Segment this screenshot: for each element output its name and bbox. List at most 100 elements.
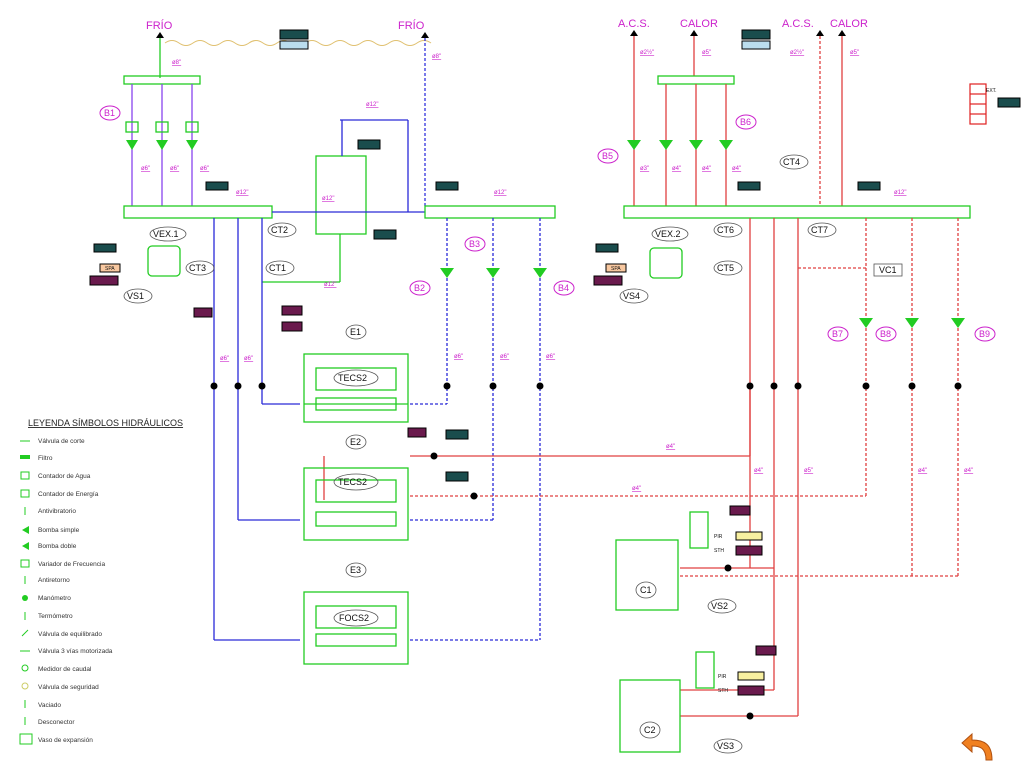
header-frio-right: FRÍO: [398, 19, 425, 32]
c2-label: C2: [644, 725, 656, 735]
dim-d6-f: ø6": [454, 354, 463, 360]
dim-d4-a: ø4": [672, 166, 681, 172]
legend: LEYENDA SÍMBOLOS HIDRÁULICOS Válvula de …: [19, 418, 183, 745]
pipe-dimensions: ø8" ø8" ø6" ø6" ø6" ø12" ø12" ø12" ø12" …: [141, 49, 973, 492]
dim-d6-d: ø6": [220, 356, 229, 362]
dim-d6-h: ø6": [546, 354, 555, 360]
dim-d12-b: ø12": [366, 102, 378, 108]
vs4-label: VS4: [623, 291, 640, 301]
e2-label: E2: [350, 437, 361, 447]
header-calor-1: CALOR: [680, 18, 718, 30]
legend-item-antivibration: Antivibratorio: [24, 507, 76, 515]
pump-b6-label: B6: [740, 117, 751, 127]
legend-item-label: Antivibratorio: [38, 508, 76, 515]
header-frio-left: FRÍO: [146, 19, 173, 32]
pump-b5-label: B5: [602, 151, 613, 161]
equipment-e3: [303, 591, 409, 665]
legend-item-label: Válvula 3 vías motorizada: [38, 648, 113, 655]
e1-label: E1: [350, 327, 361, 337]
c1-label: C1: [640, 585, 652, 595]
hot-circuit: [323, 30, 971, 720]
dim-d6-g: ø6": [500, 354, 509, 360]
dim-d6-e: ø6": [244, 356, 253, 362]
dim-d8-a: ø8": [172, 60, 181, 66]
legend-item-manometer: Manómetro: [22, 595, 71, 602]
legend-item-label: Vaso de expansión: [38, 737, 93, 744]
vex1-label: VEX.1: [153, 229, 179, 239]
tecs2-b-label: TECS2: [338, 477, 367, 487]
legend-item-3-way-valve: Válvula 3 vías motorizada: [20, 648, 113, 655]
dim-d4-b: ø4": [702, 166, 711, 172]
ext-label: EXT.: [986, 88, 997, 94]
tecs2-a-label: TECS2: [338, 373, 367, 383]
legend-item-label: Válvula de seguridad: [38, 684, 99, 691]
legend-item-double-pump: Bomba doble: [22, 542, 77, 550]
boiler-c1: [615, 511, 709, 611]
equipment-e2: [303, 467, 409, 541]
return-arrow-icon[interactable]: [958, 726, 1002, 766]
dim-d6-b: ø6": [170, 166, 179, 172]
dim-d3-a: ø3": [640, 166, 649, 172]
pump-b7-label: B7: [832, 329, 843, 339]
pump-b2-label: B2: [414, 283, 425, 293]
dim-d4-e: ø4": [632, 486, 641, 492]
legend-item-label: Bomba doble: [38, 543, 77, 550]
legend-item-label: Termómetro: [38, 613, 73, 620]
legend-item-drain: Vaciado: [24, 700, 61, 709]
dim-d4-c: ø4": [732, 166, 741, 172]
vex2-label: VEX.2: [655, 229, 681, 239]
dim-d4-f: ø4": [754, 468, 763, 474]
legend-item-safety-valve: Válvula de seguridad: [21, 682, 99, 691]
legend-item-water-meter: Contador de Agua: [20, 471, 91, 480]
header-acs-1: A.C.S.: [618, 18, 650, 30]
pump-b1-label: B1: [104, 108, 115, 118]
pump-b4-label: B4: [558, 283, 569, 293]
pump-b8-label: B8: [880, 329, 891, 339]
dim-d2-a: ø2½": [640, 49, 654, 56]
vs2-label: VS2: [711, 601, 728, 611]
legend-item-single-pump: Bomba simple: [22, 526, 80, 534]
dim-d5-b: ø5": [850, 50, 859, 56]
dim-d12-f: ø12": [894, 190, 906, 196]
e3-label: E3: [350, 565, 361, 575]
ct5-label: CT5: [717, 263, 734, 273]
legend-item-thermometer: Termómetro: [24, 612, 73, 620]
sensor-tags: [89, 29, 1021, 696]
spa-tag-left: SPA: [105, 266, 115, 272]
legend-item-flow-meter: Medidor de caudal: [21, 664, 92, 673]
dim-d6-c: ø6": [200, 166, 209, 172]
legend-item-balance-valve: Válvula de equilibrado: [21, 629, 102, 638]
header-labels: FRÍO FRÍO A.C.S. CALOR A.C.S. CALOR: [146, 18, 868, 32]
dim-d4-h: ø4": [964, 468, 973, 474]
expansion-vessels: [147, 245, 683, 279]
dim-d4-d: ø4": [666, 444, 675, 450]
header-acs-2: A.C.S.: [782, 18, 814, 30]
vs3-label: VS3: [717, 741, 734, 751]
legend-item-energy-meter: Contador de Energía: [20, 489, 99, 498]
dim-d12-e: ø12": [494, 190, 506, 196]
legend-item-cut-valve: Válvula de corte: [20, 438, 85, 445]
legend-item-label: Desconector: [38, 719, 75, 726]
dim-d5-a: ø5": [702, 50, 711, 56]
legend-item-frequency-drive: Variador de Frecuencia: [20, 559, 105, 568]
sth-tag-c1: STH: [714, 548, 724, 554]
ct6-label: CT6: [717, 225, 734, 235]
legend-item-filter: Filtro: [20, 455, 53, 462]
legend-item-label: Antiretorno: [38, 577, 70, 584]
dim-d4-g: ø4": [918, 468, 927, 474]
legend-item-label: Variador de Frecuencia: [38, 561, 105, 568]
ext-sensor: [969, 83, 987, 125]
ct1-label: CT1: [269, 263, 286, 273]
dim-d8-b: ø8": [432, 54, 441, 60]
ct4-label: CT4: [783, 157, 800, 167]
dim-d6-a: ø6": [141, 166, 150, 172]
legend-item-label: Bomba simple: [38, 527, 80, 534]
cold-circuit: [123, 32, 556, 641]
legend-item-disconnector: Desconector: [24, 717, 75, 726]
legend-title: LEYENDA SÍMBOLOS HIDRÁULICOS: [28, 418, 183, 428]
legend-item-label: Vaciado: [38, 702, 61, 709]
dim-d2-b: ø2½": [790, 49, 804, 56]
legend-item-label: Manómetro: [38, 595, 71, 602]
component-labels: [123, 154, 903, 754]
